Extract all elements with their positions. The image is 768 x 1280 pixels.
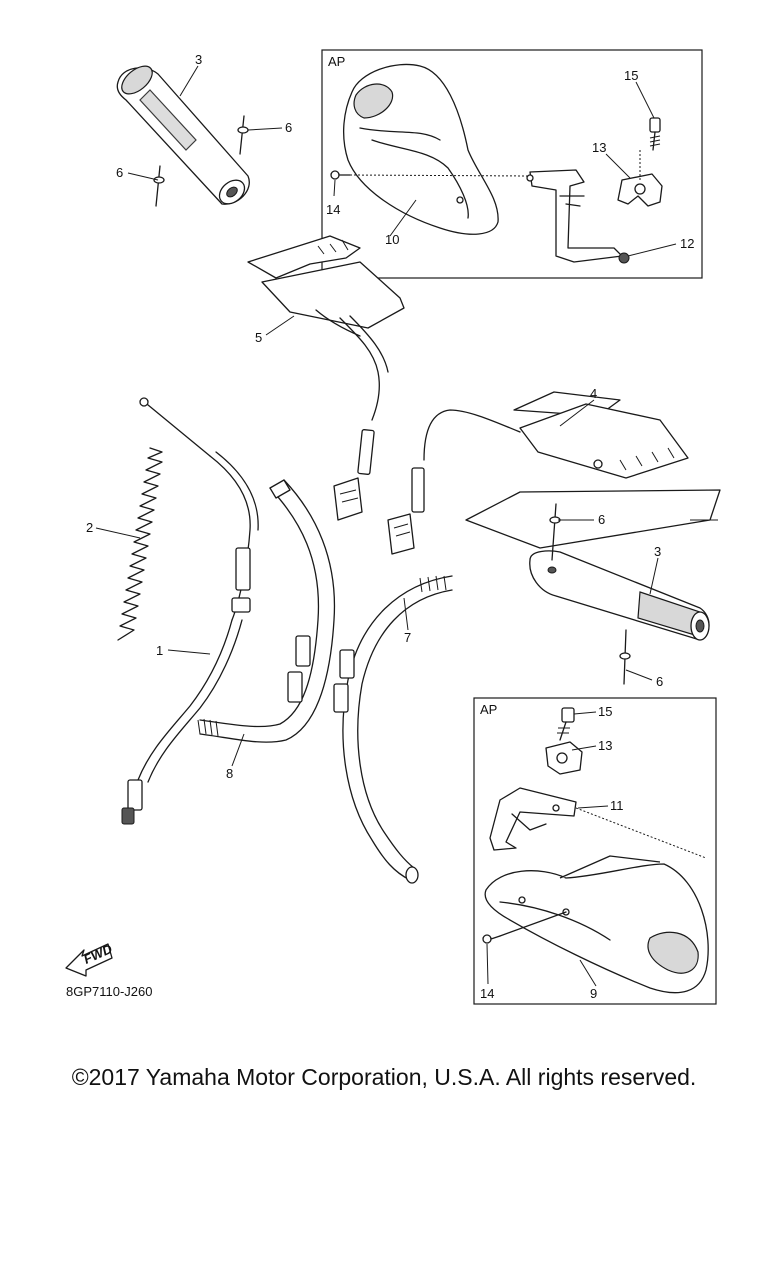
bracket-12 (526, 169, 630, 264)
grip-3-right (529, 550, 710, 641)
callout-3-top: 3 (195, 52, 202, 67)
callout-6-d: 6 (656, 674, 663, 689)
rivet-6-a (237, 115, 249, 155)
inset-bottom: AP (473, 697, 717, 1005)
screw-14-bottom (482, 934, 501, 944)
callout-15-bottom: 15 (598, 704, 612, 719)
callout-3-right: 3 (654, 544, 661, 559)
rivet-6-d (619, 629, 631, 685)
inset-bottom-label: AP (480, 702, 497, 717)
callouts: 3 6 6 5 10 14 13 15 12 4 2 1 8 7 6 3 6 1… (86, 52, 694, 1001)
rivet-6-b (153, 165, 165, 207)
callout-1: 1 (156, 643, 163, 658)
bolt-15-top (649, 117, 661, 151)
hose-8 (197, 479, 336, 743)
callout-11: 11 (610, 798, 624, 813)
heater-element-5 (247, 235, 405, 337)
rivet-6-c (549, 503, 561, 561)
callout-15-top: 15 (624, 68, 638, 83)
callout-12: 12 (680, 236, 694, 251)
spring-2 (117, 447, 163, 641)
hand-guard-9 (484, 855, 709, 994)
callout-13-top: 13 (592, 140, 606, 155)
copyright-text: ©2017 Yamaha Motor Corporation, U.S.A. A… (71, 1064, 697, 1090)
inset-top-label: AP (328, 54, 345, 69)
callout-14-top: 14 (326, 202, 340, 217)
callout-6-b: 6 (116, 165, 123, 180)
callout-5: 5 (255, 330, 262, 345)
leader-lines (95, 65, 718, 987)
inset-top: AP (321, 49, 703, 279)
clamp-13-bottom (545, 741, 583, 775)
callout-7: 7 (404, 630, 411, 645)
callout-14-bottom: 14 (480, 986, 494, 1001)
harness-wire-5 (333, 315, 389, 521)
callout-6-c: 6 (598, 512, 605, 527)
callout-13-bottom: 13 (598, 738, 612, 753)
hose-7 (333, 575, 453, 884)
diagram-code: 8GP7110-J260 (66, 984, 153, 999)
grip-3-top (116, 65, 250, 205)
callout-4: 4 (590, 386, 597, 401)
clamp-13-top (617, 173, 663, 207)
screw-14-top (330, 170, 351, 180)
callout-6-a: 6 (285, 120, 292, 135)
bolt-15-bottom (557, 707, 575, 741)
harness-wire-4 (387, 409, 521, 555)
callout-10: 10 (385, 232, 399, 247)
callout-8: 8 (226, 766, 233, 781)
throttle-cable-1 (121, 397, 259, 825)
hand-guard-10 (343, 63, 499, 235)
callout-2: 2 (86, 520, 93, 535)
fwd-arrow-icon: FWD (65, 941, 115, 977)
heater-element-4 (465, 391, 721, 549)
bracket-11 (489, 787, 577, 851)
callout-9: 9 (590, 986, 597, 1001)
